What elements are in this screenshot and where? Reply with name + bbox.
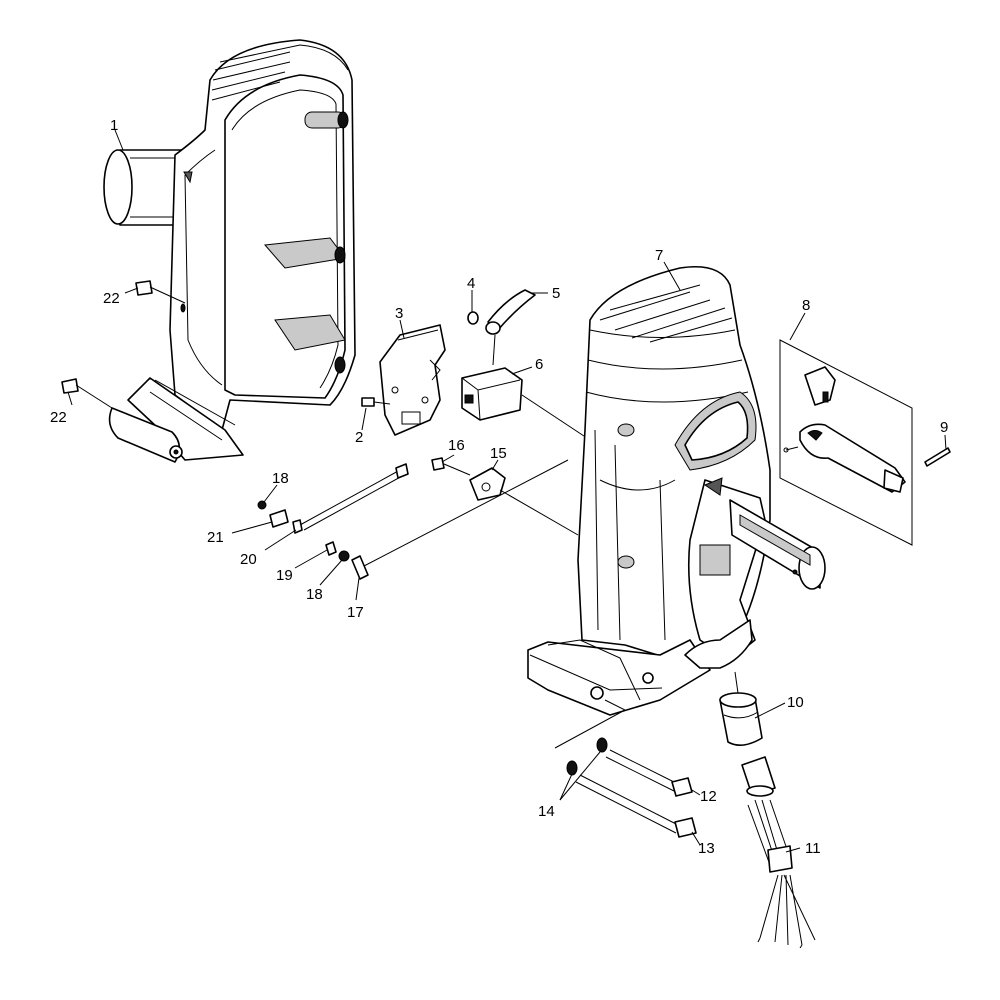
- washer-14: [566, 737, 608, 776]
- callout-14: 14: [538, 803, 555, 820]
- cable-11: [741, 756, 816, 949]
- pin-9: [924, 447, 951, 467]
- callout-22-b: 22: [50, 409, 67, 426]
- screw-2: [361, 397, 391, 407]
- callout-1: 1: [110, 117, 118, 134]
- spring-clip-5: [485, 289, 536, 366]
- clamp-15: [469, 467, 579, 536]
- screw-12: [605, 749, 693, 797]
- callout-7: 7: [655, 247, 663, 264]
- switch-bracket-plate: [379, 324, 446, 436]
- callout-22-a: 22: [103, 290, 120, 307]
- callout-12: 12: [700, 788, 717, 805]
- callout-18-a: 18: [272, 470, 289, 487]
- screw-13: [575, 774, 697, 838]
- screw-22-lower: [61, 378, 113, 409]
- callout-6: 6: [535, 356, 543, 373]
- screw-22-upper: [135, 280, 186, 304]
- washer-4: [467, 311, 479, 325]
- callout-19: 19: [276, 567, 293, 584]
- callout-2: 2: [355, 429, 363, 446]
- right-housing: [527, 266, 826, 716]
- bushing-10: [719, 671, 763, 746]
- callout-3: 3: [395, 305, 403, 322]
- callout-labels: 1 2 3 4 5 6 7 8 9 10 11 12 13 14 15 16 1…: [50, 117, 948, 857]
- callout-15: 15: [490, 445, 507, 462]
- callout-11: 11: [805, 840, 821, 857]
- leader-lines: [67, 129, 947, 853]
- callout-18-b: 18: [306, 586, 323, 603]
- callout-8: 8: [802, 297, 810, 314]
- callout-9: 9: [940, 419, 948, 436]
- callout-20: 20: [240, 551, 257, 568]
- screw-16: [431, 457, 471, 476]
- callout-5: 5: [552, 285, 560, 302]
- rod-assembly: [257, 459, 569, 580]
- callout-21: 21: [207, 529, 224, 546]
- callout-16: 16: [448, 437, 465, 454]
- handle-kit-8: [779, 339, 913, 546]
- callout-10: 10: [787, 694, 804, 711]
- left-housing-shell: [103, 39, 356, 463]
- switch-6: [461, 367, 591, 441]
- callout-17: 17: [347, 604, 364, 621]
- callout-13: 13: [698, 840, 715, 857]
- callout-4: 4: [467, 275, 475, 292]
